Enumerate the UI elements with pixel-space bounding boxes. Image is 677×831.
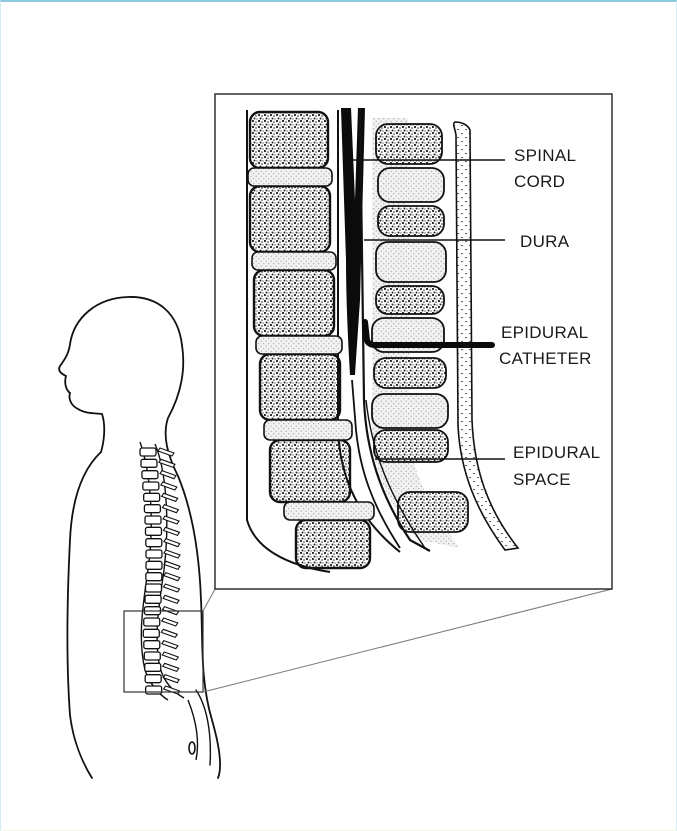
small-vertebra: [142, 471, 158, 479]
vertebral-body: [260, 354, 340, 420]
region-highlight-box: [124, 611, 203, 692]
small-vertebra: [146, 539, 162, 547]
spinous-process: [164, 573, 180, 581]
small-vertebra: [146, 550, 162, 558]
spinous-process: [164, 584, 180, 592]
small-vertebra: [145, 663, 161, 671]
spinous-process: [163, 527, 179, 535]
intervertebral-disc: [248, 168, 332, 186]
label-spinal-cord-line2: CORD: [514, 171, 576, 192]
head-outline: [59, 297, 182, 452]
body-silhouette: [59, 297, 220, 778]
spinous-process: [158, 448, 174, 456]
small-vertebra: [145, 516, 161, 524]
spinous-process: [163, 516, 179, 524]
intervertebral-disc: [256, 336, 342, 354]
spinous-process: [163, 663, 179, 671]
lamina: [374, 358, 446, 388]
intervertebral-disc: [264, 420, 352, 440]
intervertebral-disc: [252, 252, 336, 270]
zoom-line-lower: [203, 589, 612, 692]
vertebral-body: [296, 520, 370, 568]
small-vertebra: [145, 595, 161, 603]
small-vertebra: [141, 459, 157, 467]
label-dura: DURA: [520, 231, 569, 252]
spinous-process: [163, 595, 179, 603]
label-epidural-catheter-line2: CATHETER: [499, 348, 592, 369]
spinous-process: [162, 493, 178, 501]
small-vertebra: [145, 675, 161, 683]
small-vertebra: [144, 641, 160, 649]
spinous-process: [164, 550, 180, 558]
zoom-line-upper: [203, 589, 215, 611]
small-vertebra: [143, 482, 159, 490]
spinous-process: [161, 629, 177, 637]
intervertebral-disc: [284, 502, 374, 520]
lamina: [398, 492, 468, 532]
small-vertebra: [144, 652, 160, 660]
label-spinal-cord-line1: SPINAL: [514, 145, 576, 166]
small-vertebra: [143, 629, 159, 637]
small-vertebra: [145, 527, 161, 535]
small-vertebra: [144, 618, 160, 626]
spinous-process: [160, 471, 176, 479]
spinous-process: [162, 618, 178, 626]
vertebral-body: [250, 186, 330, 252]
lamina: [374, 430, 448, 462]
label-epidural-catheter: EPIDURAL CATHETER: [499, 322, 592, 369]
label-spinal-cord: SPINAL CORD: [514, 145, 576, 192]
small-vertebra: [140, 448, 156, 456]
label-epidural-space-line1: EPIDURAL: [513, 442, 600, 463]
label-dura-text: DURA: [520, 231, 569, 252]
small-vertebra: [146, 561, 162, 569]
vertebral-body: [270, 440, 350, 502]
small-vertebra: [144, 505, 160, 513]
spinous-process: [161, 482, 177, 490]
small-vertebra: [144, 493, 160, 501]
vertebral-body: [254, 270, 334, 336]
spinous-process: [162, 652, 178, 660]
lamina: [378, 206, 444, 236]
lamina: [376, 242, 446, 282]
spinous-process: [162, 641, 178, 649]
lamina: [376, 286, 444, 314]
spinous-process: [162, 505, 178, 513]
label-epidural-space: EPIDURAL SPACE: [513, 442, 600, 490]
vertebral-body: [250, 112, 328, 168]
label-epidural-catheter-line1: EPIDURAL: [499, 322, 592, 343]
small-vertebra: [146, 686, 162, 694]
spinous-process: [164, 686, 180, 694]
spinous-process: [164, 561, 180, 569]
label-epidural-space-line2: SPACE: [513, 469, 600, 490]
lamina: [372, 394, 448, 428]
spine-figure: [140, 442, 198, 760]
small-vertebra: [146, 584, 162, 592]
front-outline: [67, 452, 101, 778]
lamina: [378, 168, 444, 202]
small-vertebra: [146, 573, 162, 581]
lamina: [376, 124, 442, 164]
